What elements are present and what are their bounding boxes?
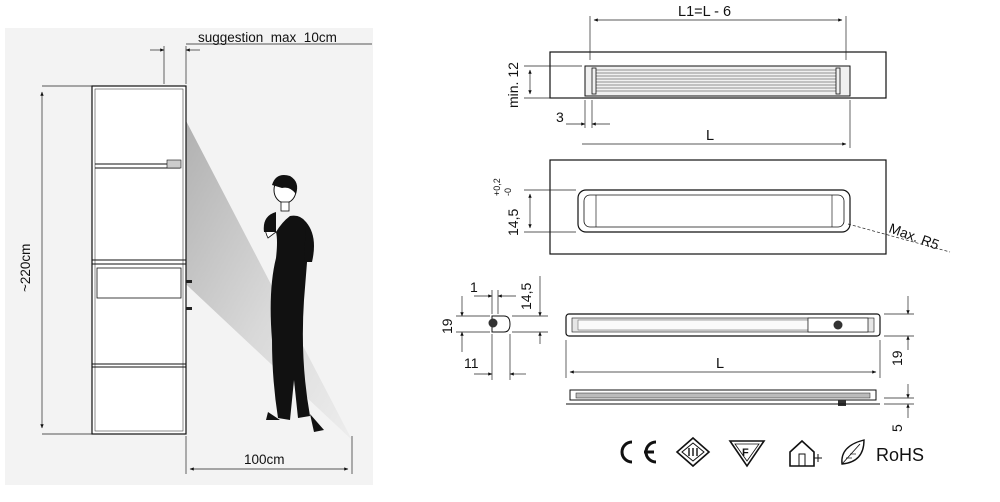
height-145-label: 14,5 [505,209,521,236]
eleven-label: 11 [464,355,479,371]
nineteen-label-left: 19 [439,318,455,334]
one-label: 1 [470,279,478,295]
ce-mark-icon [620,440,657,464]
side-profile-view: 1 14,5 19 11 [439,276,548,380]
tolerance-plus: +0,2 [492,178,502,196]
middle-view: 14,5 +0,2 -0 Max. R5 [492,159,951,255]
class-iii-icon [675,436,711,468]
l1-label: L1=L - 6 [678,4,731,20]
fourteen-label: 14,5 [518,283,534,310]
front-l-label: L [716,356,724,372]
top-view: L1=L - 6 min. 12 3 L [505,4,887,148]
installation-panel: suggestion max 10cm ~220cm 100cm [5,28,373,485]
cabinet [91,85,192,435]
woman-figure-icon [263,175,324,432]
height-label: ~220cm [18,244,33,292]
certification-row: F RoHS [620,436,924,468]
nineteen-label-right: 19 [889,350,905,366]
top-ribs [596,69,836,92]
width-label: 100cm [244,452,285,467]
three-label: 3 [556,109,564,125]
svg-text:F: F [742,447,749,459]
leaf-icon [841,439,865,465]
radius-label: Max. R5 [887,220,942,253]
min-label: min. 12 [505,62,521,108]
switch-icon [833,320,843,330]
five-label: 5 [889,424,905,432]
l-label: L [706,128,714,144]
house-icon [789,439,822,467]
front-view: L 19 5 [565,296,914,432]
f-mark-icon: F [728,440,766,468]
profile-shape [491,315,511,333]
suggestion-label: suggestion max 10cm [198,30,337,45]
tolerance-minus: -0 [503,188,513,196]
light-beam [158,90,352,440]
rohs-label: RoHS [876,445,924,465]
